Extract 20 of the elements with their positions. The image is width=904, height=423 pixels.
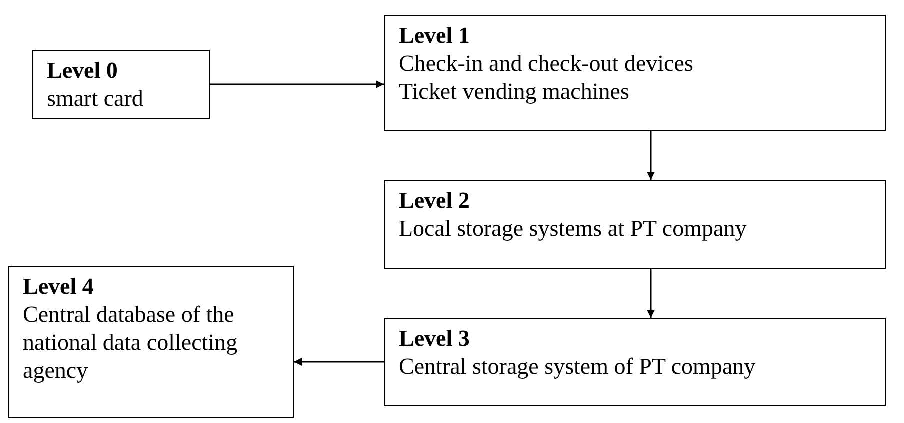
arrow (647, 269, 655, 318)
level-box (384, 180, 886, 269)
level-heading: Level 2 (399, 187, 471, 215)
level-description: Local storage systems at PT company (399, 215, 748, 243)
level-description: Check-in and check-out devices (399, 50, 694, 78)
arrow (294, 358, 384, 366)
level-box (384, 15, 886, 131)
level-heading: Level 0 (47, 57, 119, 85)
level-heading: Level 1 (399, 22, 471, 50)
level-description: Central database of the national data collecting agency (23, 301, 239, 385)
level-box (384, 318, 886, 406)
level-description: Central storage system of PT company (399, 353, 757, 381)
level-box (8, 266, 294, 418)
level-description: smart card (47, 85, 144, 113)
level-box (32, 50, 210, 119)
level-heading: Level 4 (23, 273, 95, 301)
level-heading: Level 3 (399, 325, 471, 353)
arrow (647, 131, 655, 180)
level-description: Ticket vending machines (399, 78, 630, 106)
arrow (210, 80, 384, 88)
